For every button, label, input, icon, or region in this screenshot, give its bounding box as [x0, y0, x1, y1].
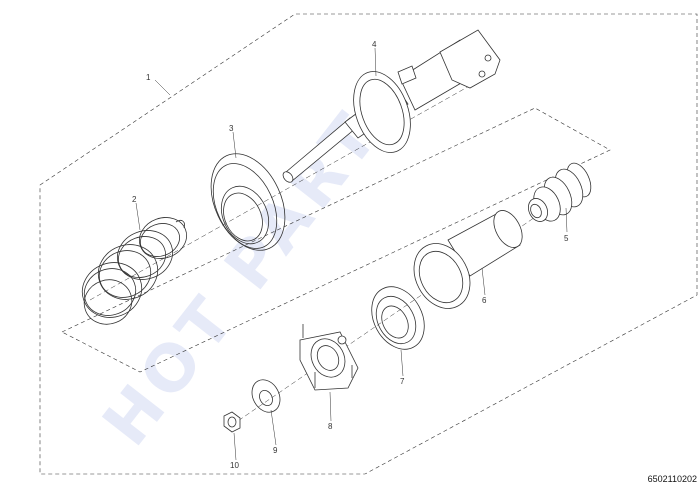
callout-6: 6 [482, 296, 487, 305]
callout-4: 4 [372, 40, 377, 49]
spring-seat [210, 153, 286, 251]
callout-8: 8 [328, 422, 333, 431]
strut-group-boundary [61, 107, 611, 373]
callout-9: 9 [273, 446, 278, 455]
strut-mount [299, 324, 359, 391]
callout-2: 2 [132, 195, 137, 204]
drawing-code: 6502110202 [647, 474, 697, 484]
bump-stop [527, 162, 592, 222]
axis-upper [89, 79, 481, 301]
nut [223, 411, 241, 433]
callout-5: 5 [564, 234, 569, 243]
coil-spring [81, 217, 187, 325]
washer [251, 379, 281, 413]
callout-3: 3 [229, 124, 234, 133]
callout-1: 1 [146, 73, 151, 82]
leader-lines [135, 47, 568, 461]
strut-bearing [371, 286, 425, 350]
assembly-boundary [39, 13, 698, 475]
callout-10: 10 [230, 461, 239, 470]
strut-assembly [282, 29, 501, 183]
callout-7: 7 [400, 377, 405, 386]
dust-boot [413, 210, 523, 309]
